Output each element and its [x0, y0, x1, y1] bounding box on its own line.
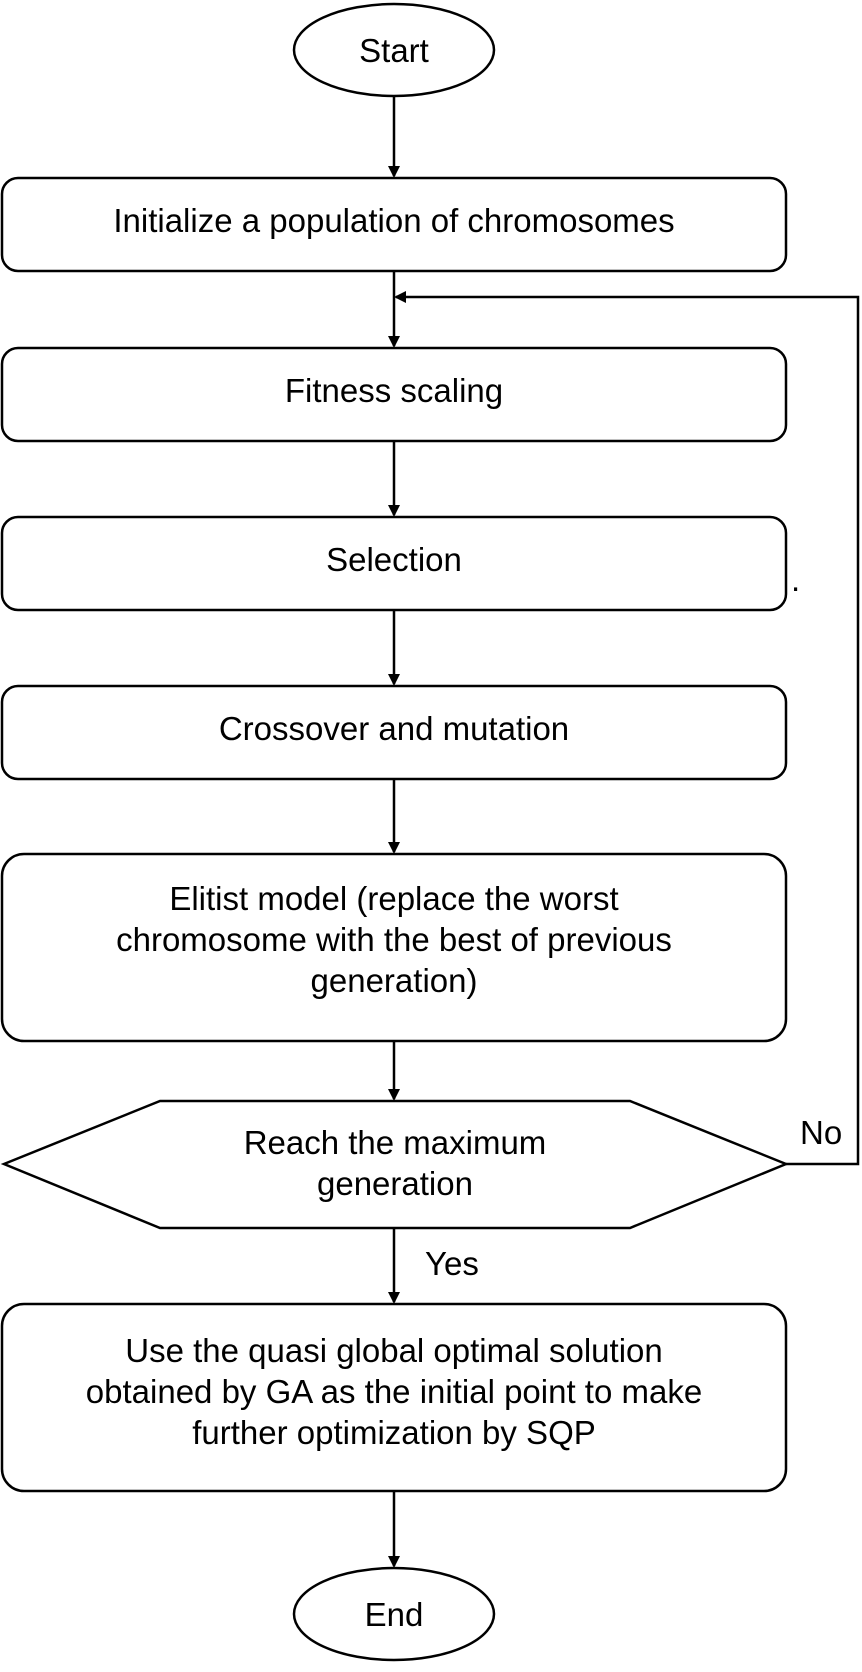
crossover-mutation-label: Crossover and mutation — [218, 710, 570, 747]
elitist-model-label: Elitist model (replace the worst chromos… — [116, 879, 672, 999]
fitness-scaling-label: Fitness scaling — [284, 372, 504, 409]
edge-label-no: No — [800, 1114, 843, 1151]
sqp-optimization-label: Use the quasi global optimal solution ob… — [85, 1332, 703, 1451]
edge-label-yes: Yes — [425, 1245, 479, 1282]
start-label: Start — [359, 31, 429, 69]
init-population-label: Initialize a population of chromosomes — [113, 202, 675, 239]
end-label: End — [364, 1595, 424, 1633]
arrow-decision-no-loop — [394, 291, 860, 1166]
selection-label: Selection — [326, 541, 462, 578]
stray-mark: . — [791, 561, 801, 598]
decision-label: Reach the maximum generation — [243, 1123, 547, 1202]
end-terminal — [292, 1566, 496, 1662]
max-generation-decision — [0, 1099, 790, 1230]
